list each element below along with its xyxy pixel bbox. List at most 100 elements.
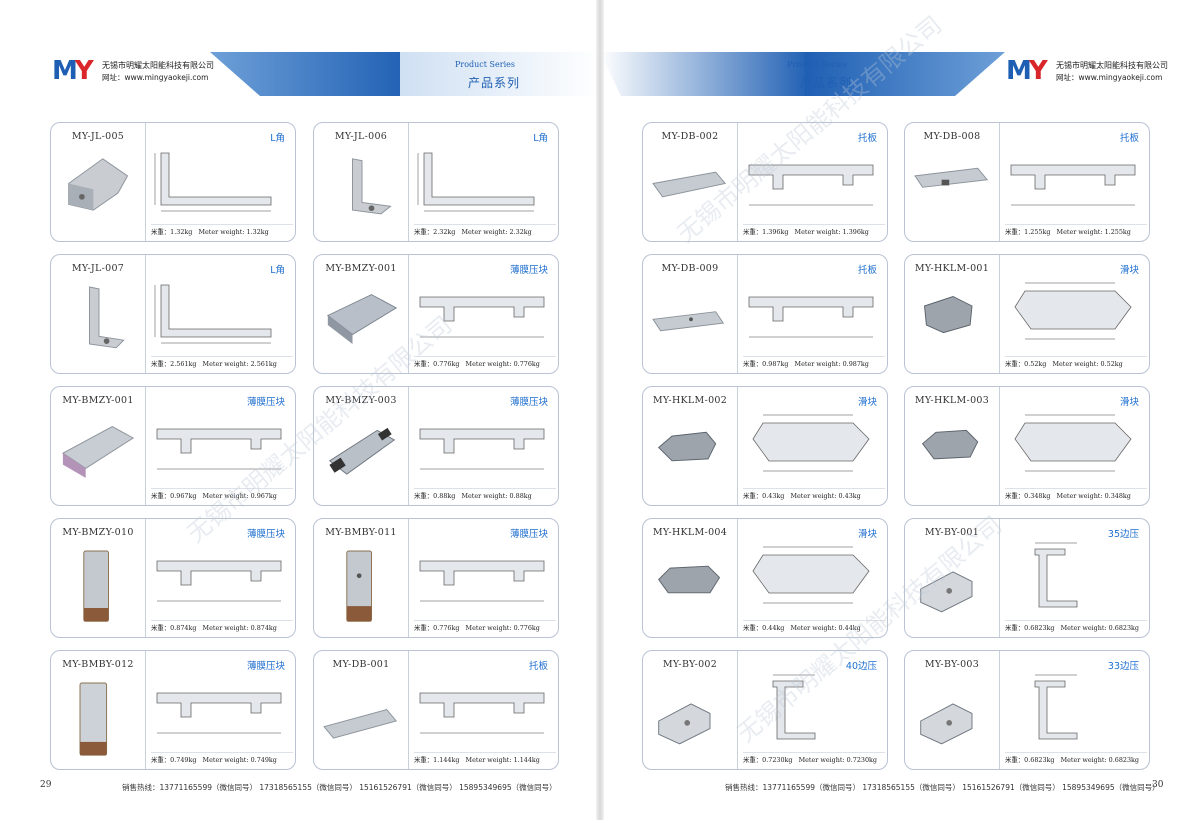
product-image-column: MY-DB-001 — [314, 651, 409, 769]
product-code: MY-JL-005 — [71, 131, 125, 142]
header-fade — [600, 52, 810, 96]
product-code: MY-BY-001 — [924, 527, 980, 538]
product-type: 滑块 — [857, 397, 877, 408]
product-photo — [920, 703, 973, 745]
product-type: 滑块 — [1119, 397, 1139, 408]
sales-hotline: 销售热线：13771165599（微信同号） 17318565155（微信同号）… — [725, 783, 1160, 792]
profile-drawing — [1014, 414, 1132, 472]
product-card: MY-DB-002 托板米重：1.396kg Meter weight: 1.39… — [642, 122, 888, 242]
product-image-column: MY-JL-007 — [51, 255, 146, 373]
product-type: 薄膜压块 — [246, 397, 285, 408]
profile-drawing — [748, 296, 874, 338]
company-name: 无锡市明耀太阳能科技有限公司 — [102, 61, 214, 70]
product-photo — [658, 703, 711, 745]
product-type: 33边压 — [1107, 661, 1139, 672]
profile-drawing — [772, 674, 816, 740]
meter-weight: 米重：1.32kg Meter weight: 1.32kg — [151, 224, 293, 236]
product-code: MY-BMBY-011 — [325, 527, 397, 538]
product-image-column: MY-BMZY-003 — [314, 387, 409, 505]
profile-drawing — [156, 692, 282, 734]
product-image-column: MY-BMBY-011 — [314, 519, 409, 637]
product-photo — [652, 311, 725, 332]
profile-drawing — [419, 560, 545, 602]
meter-weight: 米重：0.967kg Meter weight: 0.967kg — [151, 488, 293, 500]
product-type: 托板 — [857, 265, 877, 276]
product-type: 托板 — [857, 133, 877, 144]
profile-drawing — [419, 296, 545, 338]
meter-weight: 米重：0.6823kg Meter weight: 0.6823kg — [1005, 752, 1147, 764]
product-photo — [921, 429, 979, 460]
product-type: 薄膜压块 — [509, 397, 548, 408]
product-type: 滑块 — [1119, 265, 1139, 276]
product-photo — [61, 426, 135, 478]
product-photo — [914, 167, 989, 188]
product-code: MY-JL-006 — [334, 131, 388, 142]
profile-drawing — [419, 692, 545, 734]
product-code: MY-DB-001 — [332, 659, 390, 670]
page-number: 30 — [1152, 780, 1164, 790]
meter-weight: 米重：1.396kg Meter weight: 1.396kg — [743, 224, 885, 236]
company-name: 无锡市明耀太阳能科技有限公司 — [1056, 61, 1168, 70]
profile-drawing — [752, 414, 870, 472]
product-photo — [652, 171, 727, 198]
product-photo — [920, 571, 973, 613]
product-type: 托板 — [528, 661, 548, 672]
product-code: MY-HKLM-004 — [652, 527, 728, 538]
meter-weight: 米重：0.88kg Meter weight: 0.88kg — [414, 488, 556, 500]
series-title-en: Product Series — [787, 60, 847, 69]
product-code: MY-DB-002 — [661, 131, 719, 142]
product-type: 薄膜压块 — [509, 265, 548, 276]
profile-drawing — [417, 152, 535, 212]
profile-drawing — [156, 560, 282, 602]
product-image-column: MY-JL-006 — [314, 123, 409, 241]
product-image-column: MY-JL-005 — [51, 123, 146, 241]
product-image-column: MY-DB-009 — [643, 255, 738, 373]
header-fade — [400, 52, 600, 96]
product-type: 滑块 — [857, 529, 877, 540]
profile-drawing — [419, 428, 545, 470]
profile-drawing — [1010, 164, 1136, 206]
product-photo — [89, 286, 125, 349]
product-photo — [658, 565, 721, 594]
profile-drawing — [752, 546, 870, 604]
product-image-column: MY-BY-001 — [905, 519, 1000, 637]
meter-weight: 米重：0.43kg Meter weight: 0.43kg — [743, 488, 885, 500]
product-code: MY-HKLM-002 — [652, 395, 728, 406]
profile-drawing — [154, 152, 272, 212]
product-image-column: MY-DB-008 — [905, 123, 1000, 241]
product-type: 薄膜压块 — [246, 661, 285, 672]
product-photo — [328, 427, 396, 475]
product-photo — [658, 431, 717, 462]
series-title-cn: 产品系列 — [468, 76, 521, 90]
profile-drawing — [154, 284, 272, 344]
meter-weight: 米重：0.776kg Meter weight: 0.776kg — [414, 620, 556, 632]
product-photo — [923, 295, 973, 334]
product-photo — [326, 294, 398, 344]
product-type: 40边压 — [845, 661, 877, 672]
product-code: MY-BY-002 — [662, 659, 718, 670]
product-code: MY-DB-008 — [923, 131, 981, 142]
product-type: L角 — [270, 133, 285, 144]
meter-weight: 米重：0.749kg Meter weight: 0.749kg — [151, 752, 293, 764]
product-photo — [352, 158, 392, 215]
product-code: MY-JL-007 — [71, 263, 125, 274]
profile-drawing — [1014, 282, 1132, 340]
profile-drawing — [156, 428, 282, 470]
product-image-column: MY-BY-002 — [643, 651, 738, 769]
product-photo — [79, 682, 108, 756]
series-title-cn: 产品系列 — [800, 76, 853, 90]
product-type: 薄膜压块 — [509, 529, 548, 540]
product-card: MY-BMZY-003 薄膜压块米重：0.88kg Meter weight: 0… — [313, 386, 559, 506]
sales-hotline: 销售热线：13771165599（微信同号） 17318565155（微信同号）… — [122, 783, 557, 792]
product-photo — [83, 550, 109, 622]
meter-weight: 米重：1.144kg Meter weight: 1.144kg — [414, 752, 556, 764]
page-header: MY 无锡市明耀太阳能科技有限公司 网址：www.mingyaokeji.com… — [0, 44, 600, 99]
